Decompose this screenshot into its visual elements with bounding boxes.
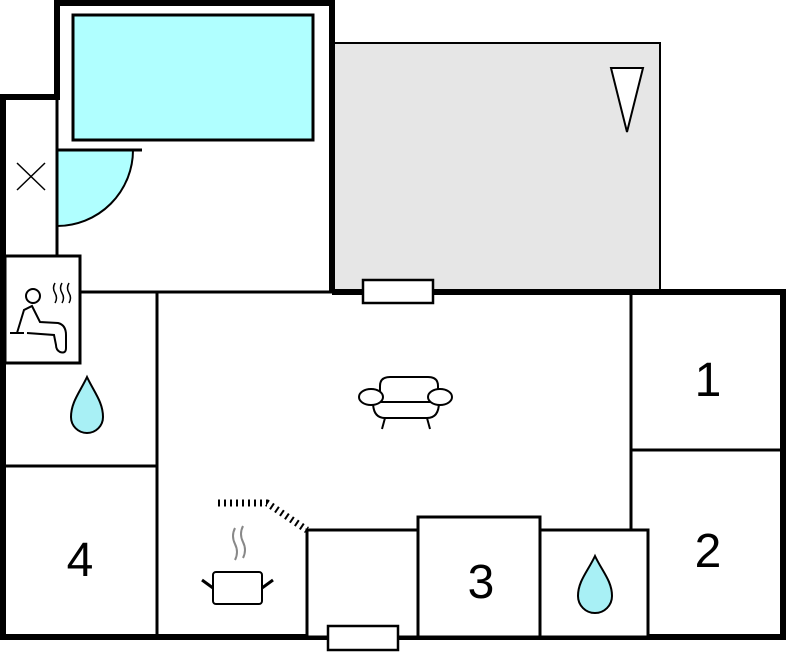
counter-dashed-line bbox=[218, 499, 309, 533]
sofa-icon bbox=[358, 376, 453, 430]
window bbox=[361, 278, 435, 305]
terrace-arrow-icon bbox=[609, 67, 645, 133]
door-swing bbox=[57, 150, 133, 226]
sauna-icon bbox=[3, 254, 82, 365]
window bbox=[326, 624, 400, 652]
cooking-pot-icon bbox=[201, 525, 274, 605]
inner-walls bbox=[5, 97, 783, 637]
wc-cross-icon bbox=[16, 162, 46, 191]
room-label-2: 2 bbox=[695, 525, 722, 578]
room-label-4: 4 bbox=[67, 534, 94, 587]
room-label-1: 1 bbox=[695, 354, 722, 407]
water-drop-icon bbox=[69, 374, 105, 434]
door-arc bbox=[56, 149, 134, 227]
water-drop-icon bbox=[576, 553, 614, 614]
room-label-3: 3 bbox=[468, 556, 495, 609]
terrace bbox=[331, 42, 661, 292]
pool bbox=[71, 13, 315, 142]
